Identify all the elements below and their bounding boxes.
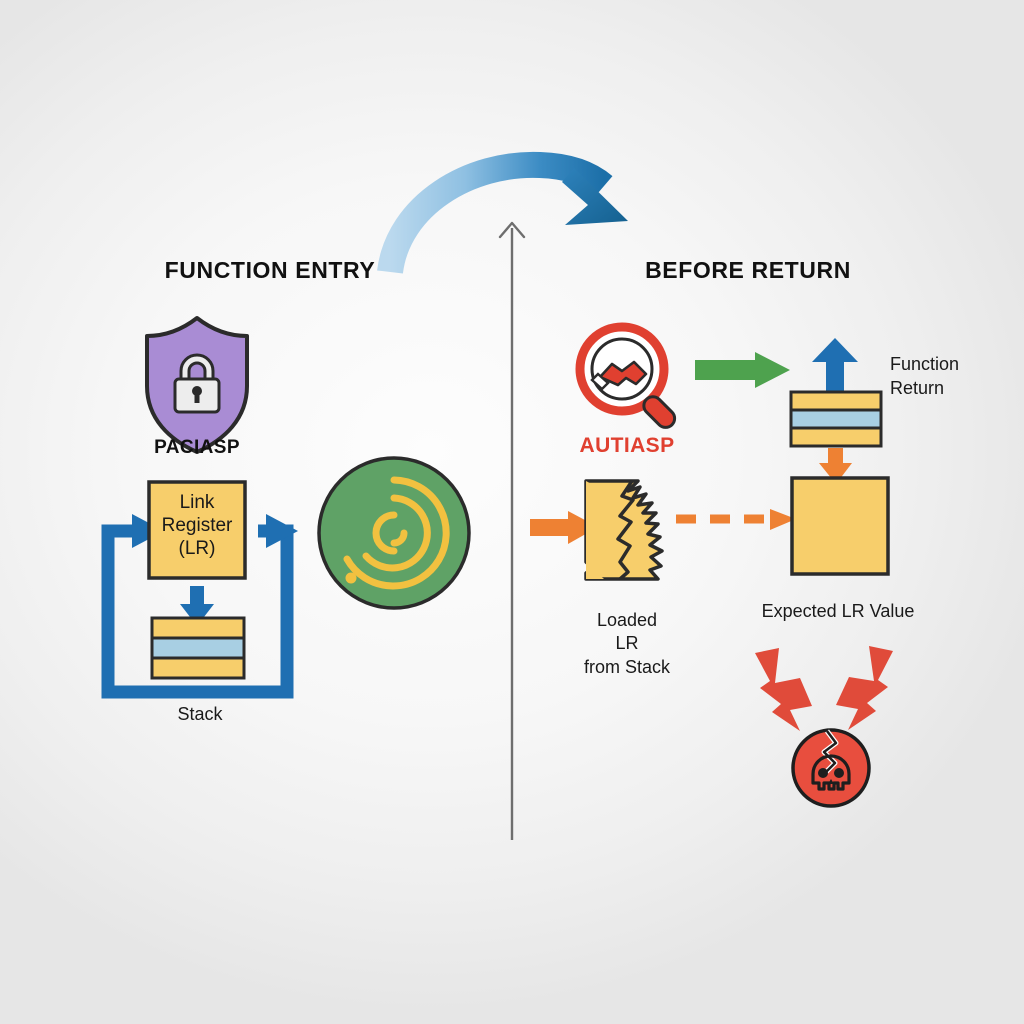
cracked-skull-icon bbox=[791, 728, 871, 808]
paciasp-label: PACIASP bbox=[154, 437, 240, 458]
return-stack-icon bbox=[789, 390, 883, 448]
red-lightning-arrow-left bbox=[755, 648, 812, 731]
green-right-arrow bbox=[695, 352, 790, 388]
magnifier-handshake-icon bbox=[575, 322, 677, 429]
vertical-divider-arrow bbox=[498, 221, 526, 840]
stack-label: Stack bbox=[177, 704, 223, 724]
link-register-label: Link Register (LR) bbox=[161, 492, 233, 559]
orange-right-arrow bbox=[530, 511, 598, 544]
red-lightning-arrow-right bbox=[836, 646, 893, 730]
stack-icon bbox=[150, 616, 246, 680]
blue-up-arrow bbox=[812, 338, 858, 396]
shield-lock-icon bbox=[145, 316, 249, 454]
page-title-before-return: BEFORE RETURN bbox=[645, 257, 851, 283]
page-title-function-entry: FUNCTION ENTRY bbox=[164, 257, 376, 283]
cracked-block-icon bbox=[584, 479, 664, 581]
expected-lr-box bbox=[790, 476, 890, 576]
orange-dashed-right-arrow bbox=[676, 509, 796, 530]
blue-down-arrow-lr-to-stack bbox=[180, 586, 214, 626]
curved-blue-arrow bbox=[377, 151, 628, 275]
loaded-lr-label: Loaded LR from Stack bbox=[583, 610, 671, 677]
function-return-label: Function Return bbox=[890, 354, 960, 399]
expected-lr-label: Expected LR Value bbox=[761, 601, 915, 621]
fingerprint-spiral-icon bbox=[317, 456, 471, 610]
autiasp-label: AUTIASP bbox=[579, 434, 675, 457]
orange-down-arrow bbox=[819, 448, 852, 484]
